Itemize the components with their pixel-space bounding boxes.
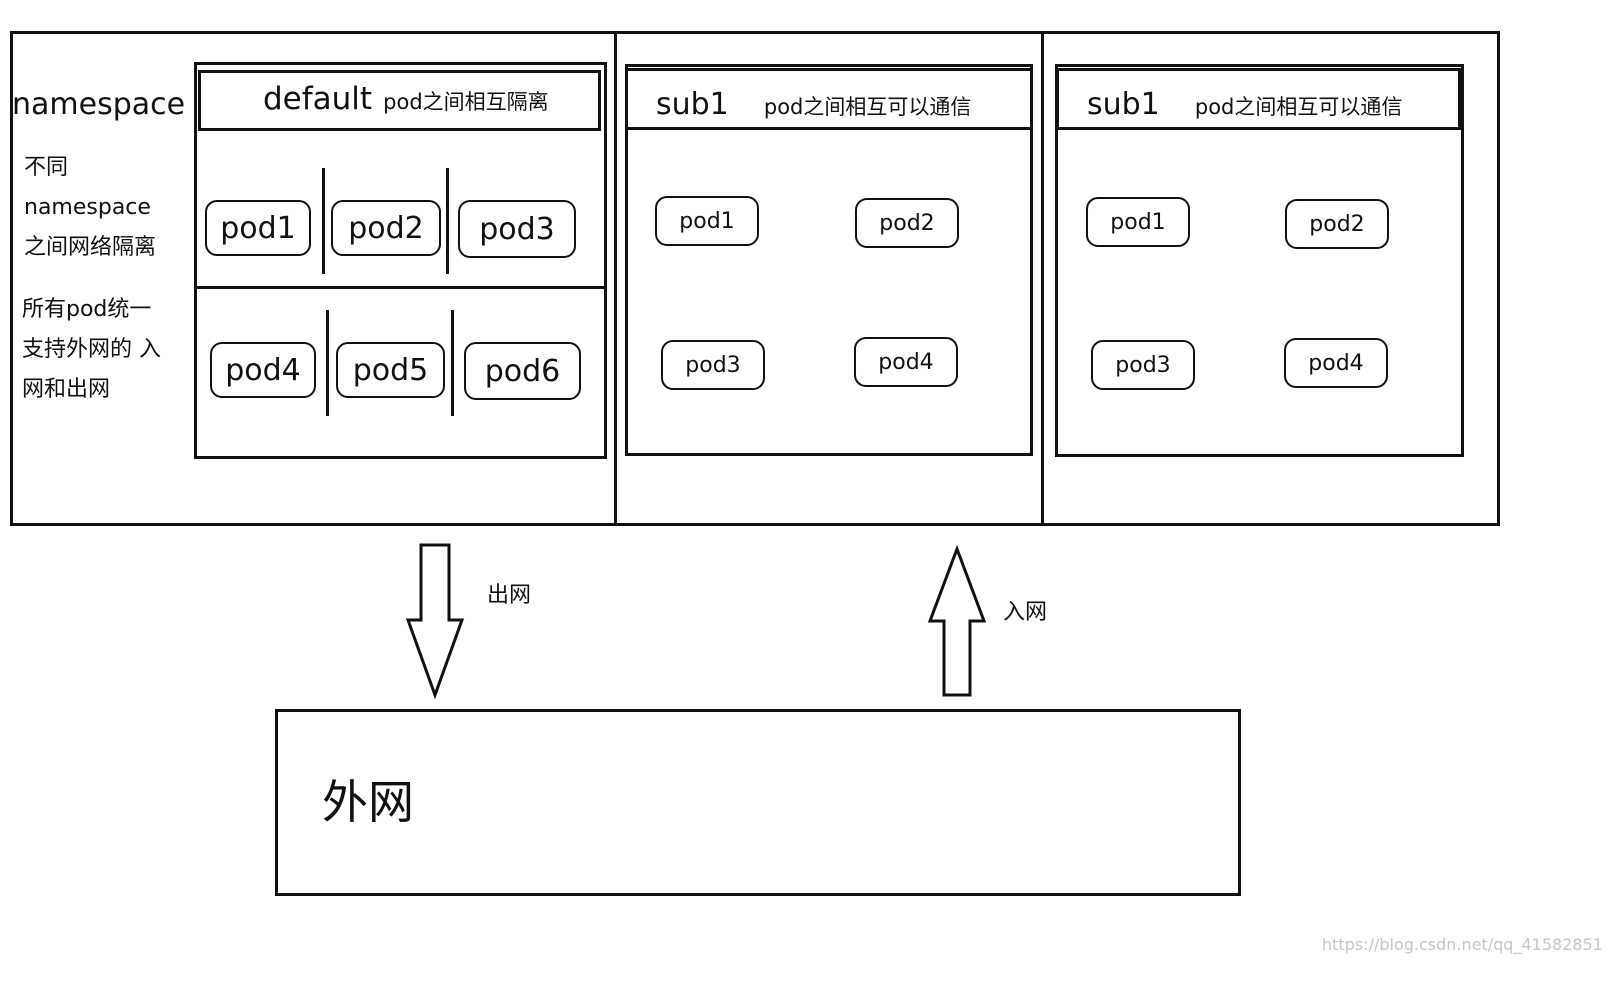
pod-box: pod1 xyxy=(205,200,311,256)
namespace-subtitle: pod之间相互可以通信 xyxy=(1194,95,1403,119)
pod-divider xyxy=(451,310,454,416)
network-note: 所有pod统一 支持外网的 入 网和出网 xyxy=(22,296,161,416)
cluster-frame xyxy=(10,31,1500,526)
namespace-subtitle: pod之间相互可以通信 xyxy=(763,95,972,119)
ingress-label: 入网 xyxy=(1003,600,1048,625)
egress-arrow-icon xyxy=(405,543,465,700)
pod-divider xyxy=(322,168,325,274)
namespace-name: sub1 xyxy=(1087,87,1160,122)
namespace-name: sub1 xyxy=(656,87,729,122)
pod-box: pod6 xyxy=(464,342,581,400)
pod-box: pod2 xyxy=(331,200,441,256)
isolation-note-line: 不同 xyxy=(24,155,69,180)
network-note-line: 支持外网的 入 xyxy=(22,337,161,362)
network-note-line: 网和出网 xyxy=(22,377,111,402)
namespace-subtitle: pod之间相互隔离 xyxy=(383,90,549,114)
isolation-note: 不同 namespace 之间网络隔离 xyxy=(24,154,156,274)
column-divider-1 xyxy=(614,31,617,526)
pod-box: pod5 xyxy=(336,342,445,398)
namespace-name: default xyxy=(263,81,373,117)
namespace-default-header: default pod之间相互隔离 xyxy=(198,70,601,131)
watermark: https://blog.csdn.net/qq_41582851 xyxy=(1322,935,1603,954)
namespace-heading: namespace xyxy=(12,87,186,122)
pod-box: pod3 xyxy=(458,200,576,258)
isolation-note-line: namespace xyxy=(24,195,151,220)
pod-row-divider xyxy=(194,286,607,289)
pod-box: pod1 xyxy=(1086,197,1190,247)
pod-box: pod4 xyxy=(1284,338,1388,388)
pod-box: pod3 xyxy=(661,340,765,390)
pod-box: pod1 xyxy=(655,196,759,246)
isolation-note-line: 之间网络隔离 xyxy=(24,235,157,260)
network-note-line: 所有pod统一 xyxy=(22,297,152,322)
pod-divider xyxy=(446,168,449,274)
namespace-sub1-a-header: sub1 pod之间相互可以通信 xyxy=(625,68,1033,130)
pod-box: pod4 xyxy=(210,342,316,398)
pod-box: pod2 xyxy=(855,198,959,248)
external-network-label: 外网 xyxy=(322,775,414,829)
column-divider-2 xyxy=(1041,31,1044,526)
pod-box: pod2 xyxy=(1285,199,1389,249)
external-network-box xyxy=(275,709,1241,896)
pod-box: pod3 xyxy=(1091,340,1195,390)
ingress-arrow-icon xyxy=(927,544,987,697)
namespace-sub1-b-header: sub1 pod之间相互可以通信 xyxy=(1056,68,1461,130)
pod-divider xyxy=(326,310,329,416)
pod-box: pod4 xyxy=(854,337,958,387)
egress-label: 出网 xyxy=(487,583,532,608)
